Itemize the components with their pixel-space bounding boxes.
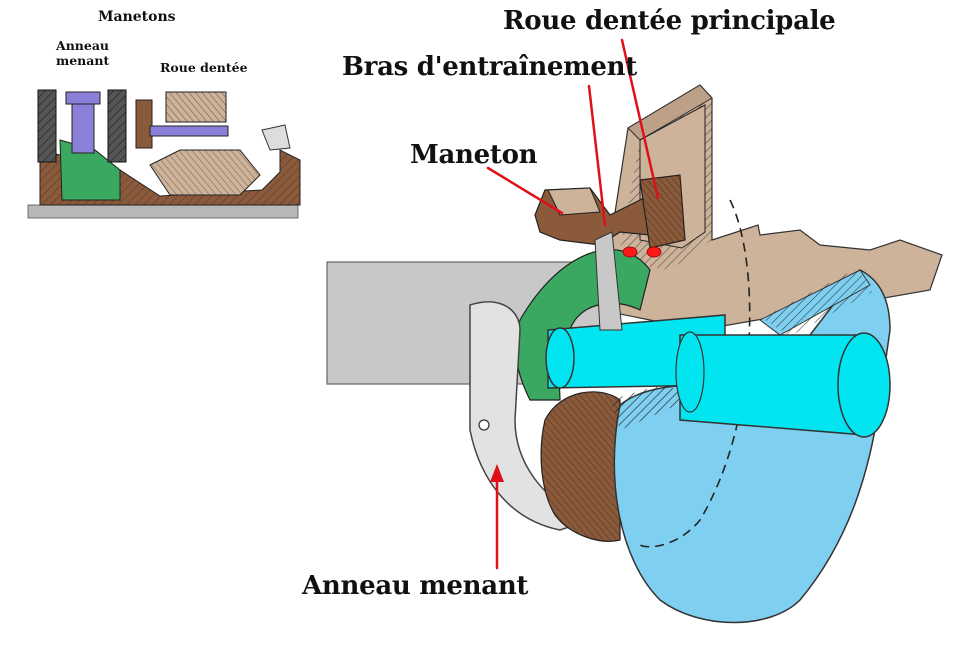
label-drive-arm: Bras d'entraînement xyxy=(342,52,637,82)
arrow-crankpin xyxy=(486,166,564,215)
arrow-main-gear xyxy=(620,38,660,200)
inset-label-ring-line-1: Anneau xyxy=(56,38,110,53)
inset-title: Manetons xyxy=(98,9,176,25)
inset-label-ring: Anneau menant xyxy=(56,38,109,68)
label-crankpin: Maneton xyxy=(410,140,538,170)
inset-label-gear: Roue dentée xyxy=(160,60,248,75)
arrow-drive-ring-head xyxy=(490,464,504,482)
label-main-gear: Roue dentée principale xyxy=(503,6,836,36)
pointer-lines xyxy=(486,38,660,570)
main-illustration xyxy=(326,84,943,624)
arrow-drive-arm xyxy=(587,84,607,227)
inset-cross-section xyxy=(27,89,301,219)
label-drive-ring: Anneau menant xyxy=(302,571,529,601)
inset-label-ring-line-2: menant xyxy=(56,53,110,68)
